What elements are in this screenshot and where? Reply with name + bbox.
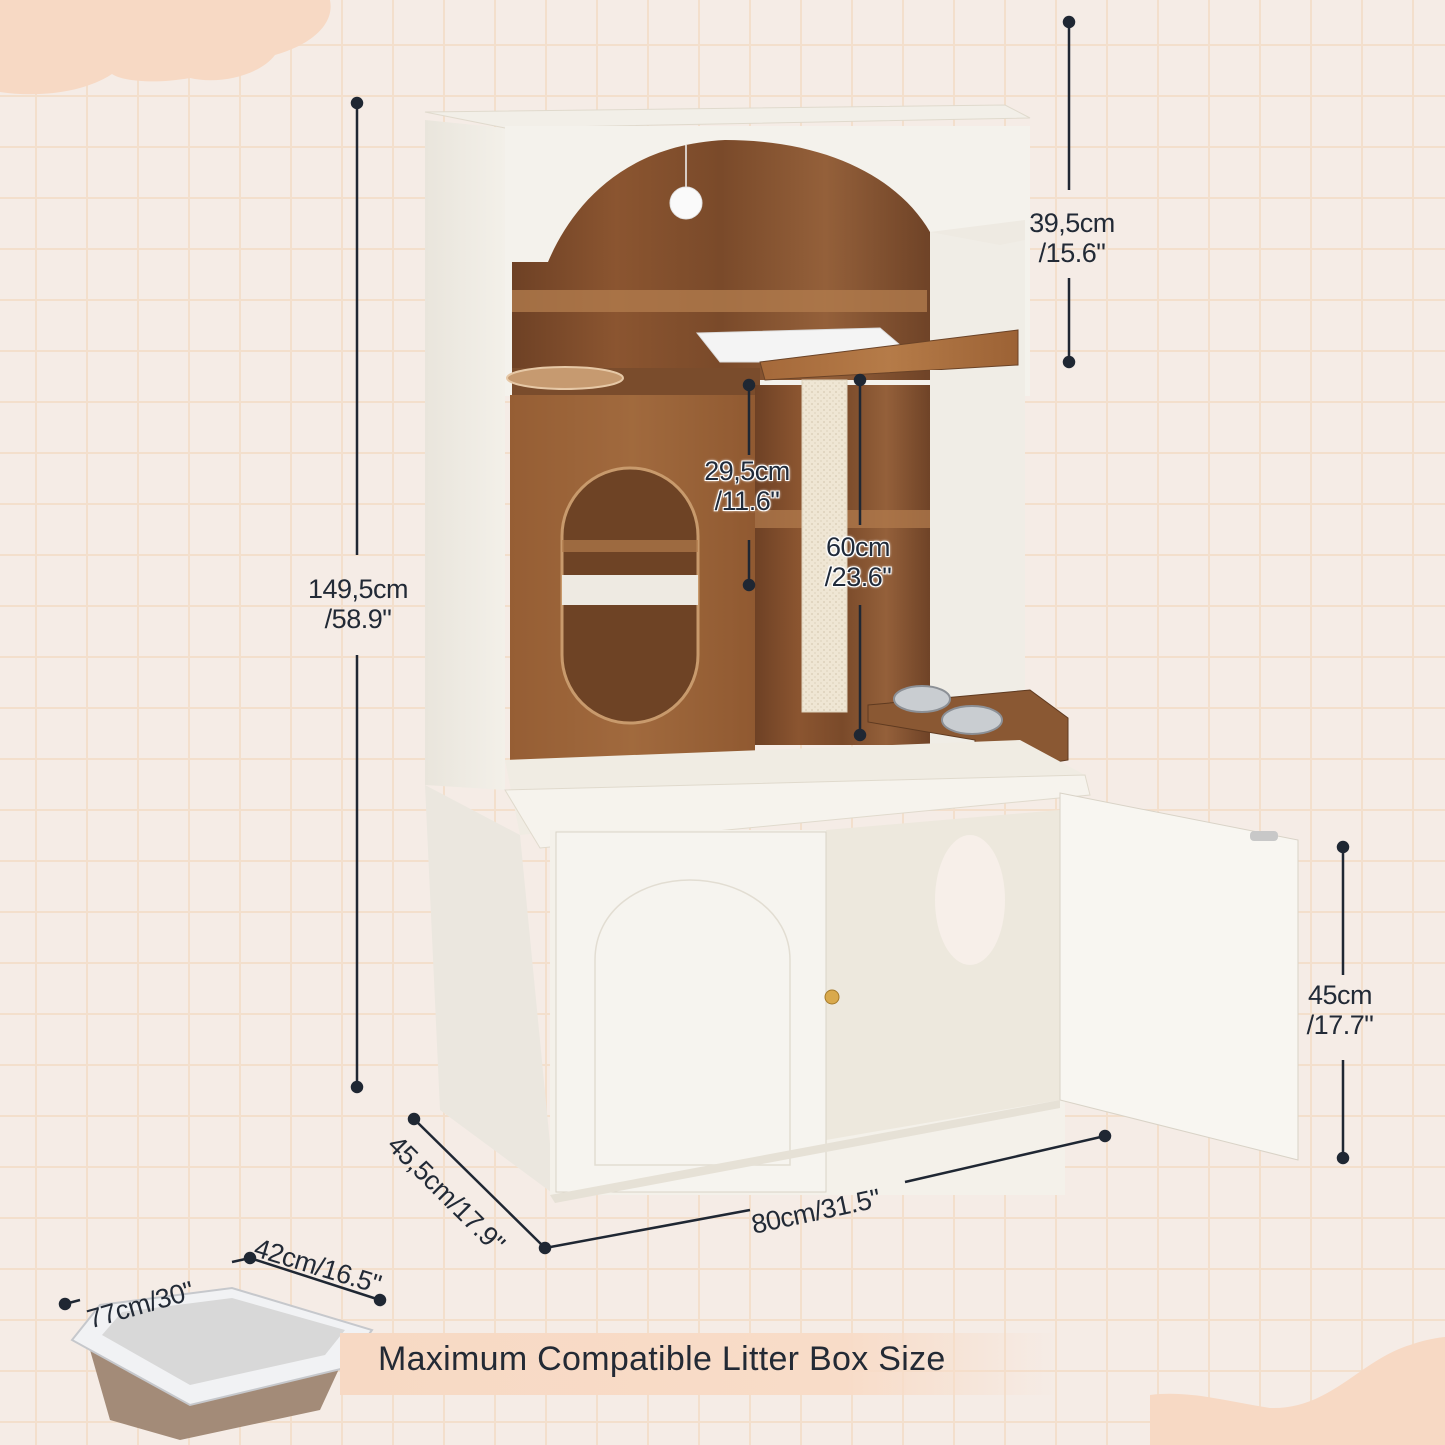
interior-cat-hole	[935, 835, 1005, 965]
cabinet-left-side	[425, 785, 555, 1195]
top-board	[424, 104, 1031, 129]
closed-door	[555, 831, 827, 1193]
cubby-inner-stripe	[562, 540, 698, 552]
scratching-post-icon	[801, 379, 848, 713]
post-height-imperial: /23.6"	[824, 562, 892, 592]
shelf-hole	[506, 366, 624, 390]
cabinet-bottom	[550, 1100, 1060, 1203]
total-height-metric: 149,5cm	[307, 574, 409, 604]
cubby-inner-shelf	[562, 575, 698, 605]
perch-platform	[759, 329, 1019, 381]
cabinet-height-imperial: /17.7"	[1306, 1010, 1374, 1040]
top-section-imperial: /15.6"	[1038, 238, 1106, 268]
post-height-metric: 60cm	[825, 532, 891, 562]
top-left-blob	[0, 0, 331, 95]
post-height-label: 60cm /23.6"	[808, 532, 908, 592]
top-section-metric: 39,5cm	[1029, 208, 1115, 238]
upper-wood-stripe	[512, 290, 927, 312]
litter-box-caption: Maximum Compatible Litter Box Size	[378, 1340, 946, 1378]
food-bowl-left-icon	[893, 685, 951, 713]
cabinet-height-metric: 45cm	[1307, 980, 1373, 1010]
cabinet-top-edge	[504, 774, 1091, 849]
caption-banner	[340, 1333, 1060, 1395]
gold-door-knob-icon	[824, 989, 840, 1005]
litter-box-litter	[102, 1298, 345, 1385]
total-height-imperial: /58.9"	[324, 604, 392, 634]
bottom-right-blob	[1150, 1337, 1445, 1445]
hanging-pompom-icon	[669, 186, 703, 220]
cubby-height-imperial: /11.6"	[714, 486, 780, 516]
cubby-height-metric: 29,5cm	[704, 456, 790, 486]
cubby-height-label: 29,5cm /11.6"	[692, 456, 802, 516]
total-height-label: 149,5cm /58.9"	[298, 574, 418, 634]
arch-right-return	[930, 220, 1025, 245]
top-section-height-label: 39,5cm /15.6"	[1012, 208, 1132, 268]
upper-wood-back	[512, 140, 930, 380]
open-door	[1059, 792, 1299, 1161]
door-hinge-plate	[1250, 831, 1278, 841]
left-side-panel	[425, 120, 505, 790]
cabinet-height-label: 45cm /17.7"	[1290, 980, 1390, 1040]
door-arch-engraving	[594, 879, 791, 1166]
food-bowl-right-icon	[941, 705, 1003, 735]
